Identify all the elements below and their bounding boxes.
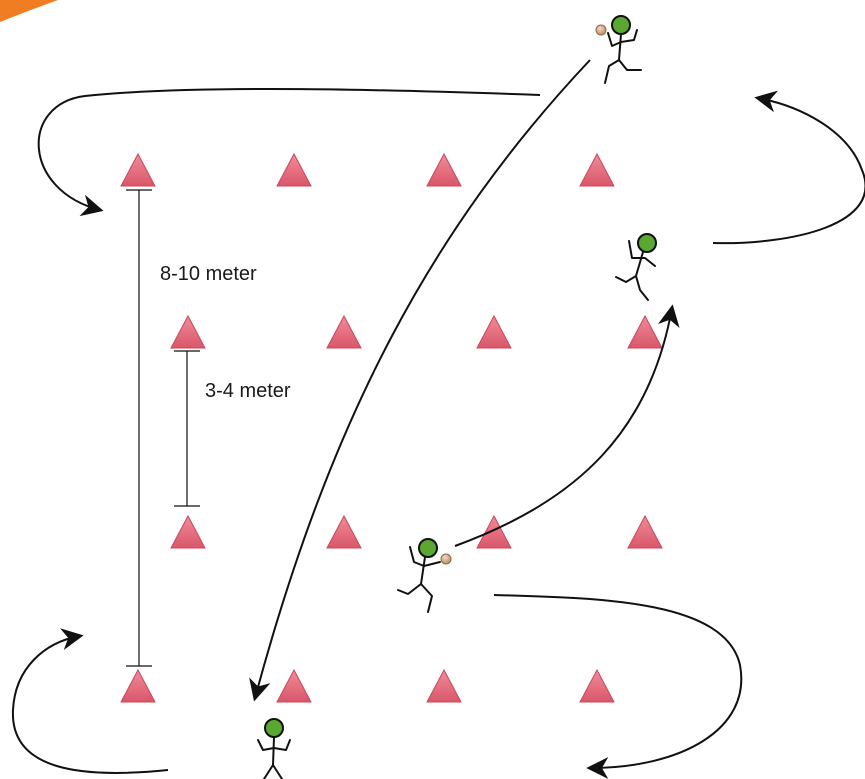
player-bottom bbox=[257, 718, 291, 779]
cone-icon bbox=[326, 514, 362, 549]
player-head bbox=[418, 538, 438, 558]
path-arrow-top-left bbox=[37, 88, 541, 217]
cone-icon bbox=[426, 668, 462, 703]
path-arrow-top-right bbox=[712, 90, 865, 245]
cone-row-4 bbox=[120, 668, 615, 703]
cone-icon bbox=[120, 668, 156, 703]
path-arrow-bottom-left bbox=[11, 628, 169, 774]
cone-icon bbox=[170, 514, 206, 549]
path-arrow-bottom-right bbox=[493, 594, 743, 779]
cone-row-1 bbox=[120, 152, 615, 187]
cone-icon bbox=[426, 152, 462, 187]
path-arrow-mid-pass bbox=[454, 304, 680, 547]
cone-icon bbox=[276, 152, 312, 187]
cone-icon bbox=[579, 152, 615, 187]
path-arrow-long-pass bbox=[249, 59, 591, 702]
cone-icon bbox=[120, 152, 156, 187]
player-head bbox=[264, 718, 284, 738]
distance-bar-short bbox=[174, 350, 200, 507]
cone-row-3 bbox=[170, 514, 663, 549]
cone-icon bbox=[326, 314, 362, 349]
cone-icon bbox=[476, 314, 512, 349]
cone-row-2 bbox=[170, 314, 663, 349]
player-head bbox=[611, 15, 631, 35]
player-middle bbox=[397, 538, 452, 613]
ball-icon bbox=[440, 553, 452, 565]
short-distance-label: 3-4 meter bbox=[205, 380, 291, 402]
player-head bbox=[637, 233, 657, 253]
player-top bbox=[595, 15, 642, 84]
cone-icon bbox=[476, 514, 512, 549]
ball-icon bbox=[595, 24, 607, 36]
player-right bbox=[615, 233, 657, 301]
cone-icon bbox=[579, 668, 615, 703]
corner-accent bbox=[0, 0, 58, 22]
cone-icon bbox=[276, 668, 312, 703]
long-distance-label: 8-10 meter bbox=[160, 263, 257, 285]
distance-bar-long bbox=[126, 189, 152, 667]
cone-icon bbox=[627, 314, 663, 349]
cone-icon bbox=[627, 514, 663, 549]
cone-icon bbox=[170, 314, 206, 349]
